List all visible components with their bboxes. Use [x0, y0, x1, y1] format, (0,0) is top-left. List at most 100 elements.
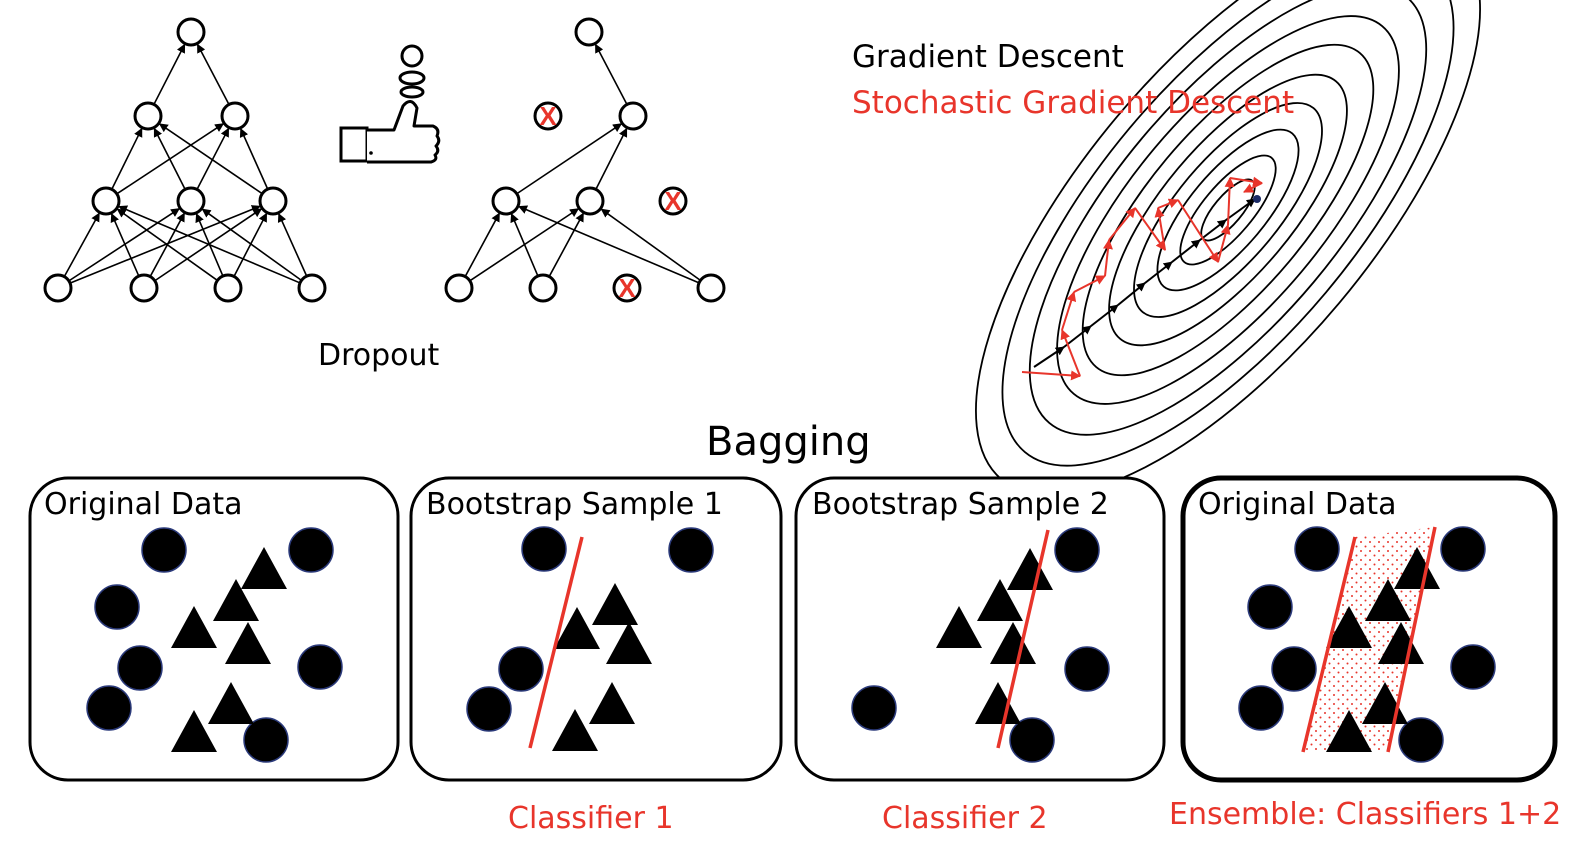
contour-line [1179, 154, 1277, 266]
gd-step [1090, 304, 1119, 327]
thumbs-up-icon [339, 44, 441, 164]
data-point-triangle [171, 710, 217, 752]
nn-node [176, 186, 206, 216]
data-point-triangle [1007, 548, 1053, 590]
nn-edge [110, 213, 140, 277]
data-point-triangle [241, 547, 287, 589]
nn-edge [548, 212, 585, 277]
classifier-1-boundary [528, 536, 584, 749]
data-point-circle [1238, 685, 1284, 731]
dropout-x-mark: X [664, 186, 682, 216]
nn-edge [510, 213, 539, 277]
nn-edge [116, 208, 218, 282]
nn-node [297, 273, 327, 303]
contour-line [1001, 0, 1455, 467]
sgd-step [1217, 224, 1231, 263]
nn-node [176, 17, 206, 47]
sgd-step [1243, 182, 1263, 193]
bubble [400, 44, 424, 68]
minimum-point [1253, 195, 1261, 203]
nn-edge [68, 207, 181, 282]
bagging-panel-2 [409, 476, 783, 782]
data-point-circle [297, 644, 343, 690]
contour-line [1081, 43, 1375, 377]
nn-edge [516, 123, 623, 195]
nn-node [696, 273, 726, 303]
contour-line [1056, 15, 1400, 405]
gd-step [1117, 282, 1146, 306]
contour-line [1108, 73, 1348, 347]
nn-node [43, 273, 73, 303]
nn-node [129, 273, 159, 303]
nn-node [91, 186, 121, 216]
nn-edge [153, 43, 186, 105]
data-point-circle [243, 717, 289, 763]
nn-edge [63, 212, 100, 278]
panel-3-title: Bootstrap Sample 2 [812, 487, 1109, 522]
panel-3-points [851, 527, 1110, 763]
nn-node [575, 186, 605, 216]
sgd-step [1108, 207, 1136, 241]
data-point-triangle [1326, 606, 1372, 648]
nn-node-dropped [533, 101, 563, 131]
data-point-triangle [208, 682, 254, 724]
data-point-circle [1064, 646, 1110, 692]
nn-node [618, 101, 648, 131]
sgd-label: Stochastic Gradient Descent [852, 85, 1295, 121]
data-point-triangle [975, 682, 1021, 724]
nn-node [528, 273, 558, 303]
data-point-circle [1009, 717, 1055, 763]
data-point-triangle [936, 606, 982, 648]
ensemble-boundary-1 [1301, 536, 1357, 753]
nn-edge [196, 127, 230, 190]
nn-edge [239, 127, 269, 190]
data-point-triangle [606, 622, 652, 664]
nn-edge [600, 208, 701, 282]
nn-edge [111, 127, 143, 190]
dropout-x-mark: X [618, 273, 636, 303]
sgd-step [1154, 207, 1166, 251]
sgd-step [1073, 275, 1106, 293]
data-point-circle [1440, 526, 1486, 572]
data-point-triangle [977, 579, 1023, 621]
nn-node-dropped [612, 273, 642, 303]
data-point-triangle [990, 622, 1036, 664]
data-point-circle [521, 526, 567, 572]
data-point-circle [1398, 717, 1444, 763]
data-point-circle [1247, 584, 1293, 630]
data-point-circle [668, 527, 714, 573]
nn-edge [594, 43, 628, 105]
data-point-triangle [589, 682, 635, 724]
nn-node [491, 186, 521, 216]
nn-node [213, 273, 243, 303]
data-point-triangle [552, 709, 598, 751]
data-point-circle [1294, 526, 1340, 572]
data-point-triangle [1394, 547, 1440, 589]
sgd-step [1177, 199, 1219, 263]
nn-edge [201, 208, 302, 282]
nn-edge [464, 212, 501, 277]
nn-node [574, 17, 604, 47]
data-point-circle [1271, 646, 1317, 692]
sgd-step [1061, 291, 1077, 331]
panel-2-points [466, 526, 714, 751]
nn-edge [518, 205, 700, 284]
sgd-step [1021, 370, 1081, 381]
gradient-descent-label: Gradient Descent [852, 39, 1124, 75]
bubble [398, 70, 426, 86]
data-point-triangle [1326, 710, 1372, 752]
classifier-2-caption: Classifier 2 [882, 801, 1048, 836]
nn-node [133, 101, 163, 131]
data-point-circle [94, 584, 140, 630]
contour-line [1133, 102, 1323, 318]
dropout-x-mark: X [539, 101, 557, 131]
nn-node [258, 186, 288, 216]
data-point-triangle [213, 579, 259, 621]
ensemble-caption: Ensemble: Classifiers 1+2 [1169, 797, 1562, 832]
nn-edge [69, 205, 261, 284]
dot [369, 151, 373, 155]
panel-1-points [86, 527, 343, 763]
nn-node [220, 101, 250, 131]
